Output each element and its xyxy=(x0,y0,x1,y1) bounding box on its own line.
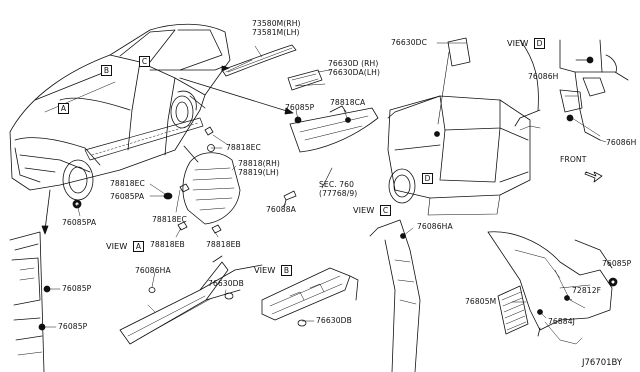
clip-76085p-right xyxy=(608,277,618,287)
molding-73580m xyxy=(221,44,297,77)
view-d-drawing xyxy=(514,39,629,141)
view-a-drawing xyxy=(9,231,51,372)
label-76630da: 76630DA(LH) xyxy=(328,68,381,77)
front-arrow xyxy=(584,171,603,183)
label-76088a: 76088A xyxy=(266,205,296,214)
label-76630db-b: 76630DB xyxy=(316,316,352,325)
fender-liner-78818 xyxy=(182,145,241,225)
molding-76630d xyxy=(287,69,331,91)
label-76630dc: 76630DC xyxy=(391,38,428,47)
view-b-drawing xyxy=(224,267,359,327)
label-78818ca: 78818CA xyxy=(330,98,366,107)
view-d-letter: D xyxy=(534,38,545,49)
van-ref-a: A xyxy=(58,103,69,114)
view-a-letter: A xyxy=(133,241,144,252)
label-76086ha-a: 76086HA xyxy=(135,266,171,275)
label-73581m: 73581M(LH) xyxy=(252,28,300,37)
label-78818ec-3: 78818EC xyxy=(152,215,187,224)
van-front-view xyxy=(9,23,231,201)
van-ref-d: D xyxy=(422,173,433,184)
label-76085p-left2: 76085P xyxy=(58,322,88,331)
van-ref-c: C xyxy=(139,56,150,67)
label-76630db-a: 76630DB xyxy=(208,279,244,288)
rocker-molding xyxy=(289,105,379,153)
view-c-letter: C xyxy=(380,205,391,216)
label-76085p-right: 76085P xyxy=(602,259,632,268)
view-c-title: VIEW xyxy=(353,205,374,215)
label-76085p-left1: 76085P xyxy=(62,284,92,293)
label-78818ec-1: 78818EC xyxy=(226,143,261,152)
view-b-title: VIEW xyxy=(254,265,275,275)
rear-quarter-drawing xyxy=(487,231,613,345)
label-78818-rh: 78818(RH) xyxy=(238,159,280,168)
front-label: FRONT xyxy=(560,155,587,164)
label-76086h-top: 76086H xyxy=(528,72,559,81)
decal-76630dc xyxy=(437,37,471,125)
label-76884j: 76884J xyxy=(548,317,575,326)
label-76085pa-1: 76085PA xyxy=(110,192,145,201)
view-a-molding xyxy=(119,255,263,345)
diagram-number: J76701BY xyxy=(582,358,623,368)
label-76085p-mid: 76085P xyxy=(285,103,315,112)
view-c-word: VIEW xyxy=(353,205,375,215)
view-b-letter: B xyxy=(281,265,292,276)
label-78818eb-2: 78818EB xyxy=(206,240,241,249)
view-a-title: VIEW xyxy=(106,241,127,251)
view-a-word: VIEW xyxy=(106,241,128,251)
label-76630d: 76630D (RH) xyxy=(328,59,379,68)
view-c-drawing xyxy=(369,219,421,372)
label-72812f: 72812F xyxy=(572,286,602,295)
label-leaders xyxy=(41,42,607,328)
label-76086h-right: 76086H xyxy=(606,138,637,147)
screw-76088a xyxy=(283,190,297,208)
label-sec760-ref: (77768/9) xyxy=(319,189,358,198)
label-78818eb-1: 78818EB xyxy=(150,240,185,249)
view-d-title: VIEW xyxy=(507,38,528,48)
vent-grille-76805m xyxy=(497,285,529,335)
label-76805m: 76805M xyxy=(465,297,497,306)
label-78818ec-2: 78818EC xyxy=(110,179,145,188)
label-76085pa-2: 76085PA xyxy=(62,218,97,227)
label-76086ha-c: 76086HA xyxy=(417,222,453,231)
van-rear-view xyxy=(387,95,531,216)
label-73580m: 73580M(RH) xyxy=(252,19,301,28)
van-ref-b: B xyxy=(101,65,112,76)
label-sec760: SEC. 760 xyxy=(319,180,355,189)
view-d-word: VIEW xyxy=(507,38,529,48)
view-b-word: VIEW xyxy=(254,265,276,275)
label-78819-lh: 78819(LH) xyxy=(238,168,279,177)
